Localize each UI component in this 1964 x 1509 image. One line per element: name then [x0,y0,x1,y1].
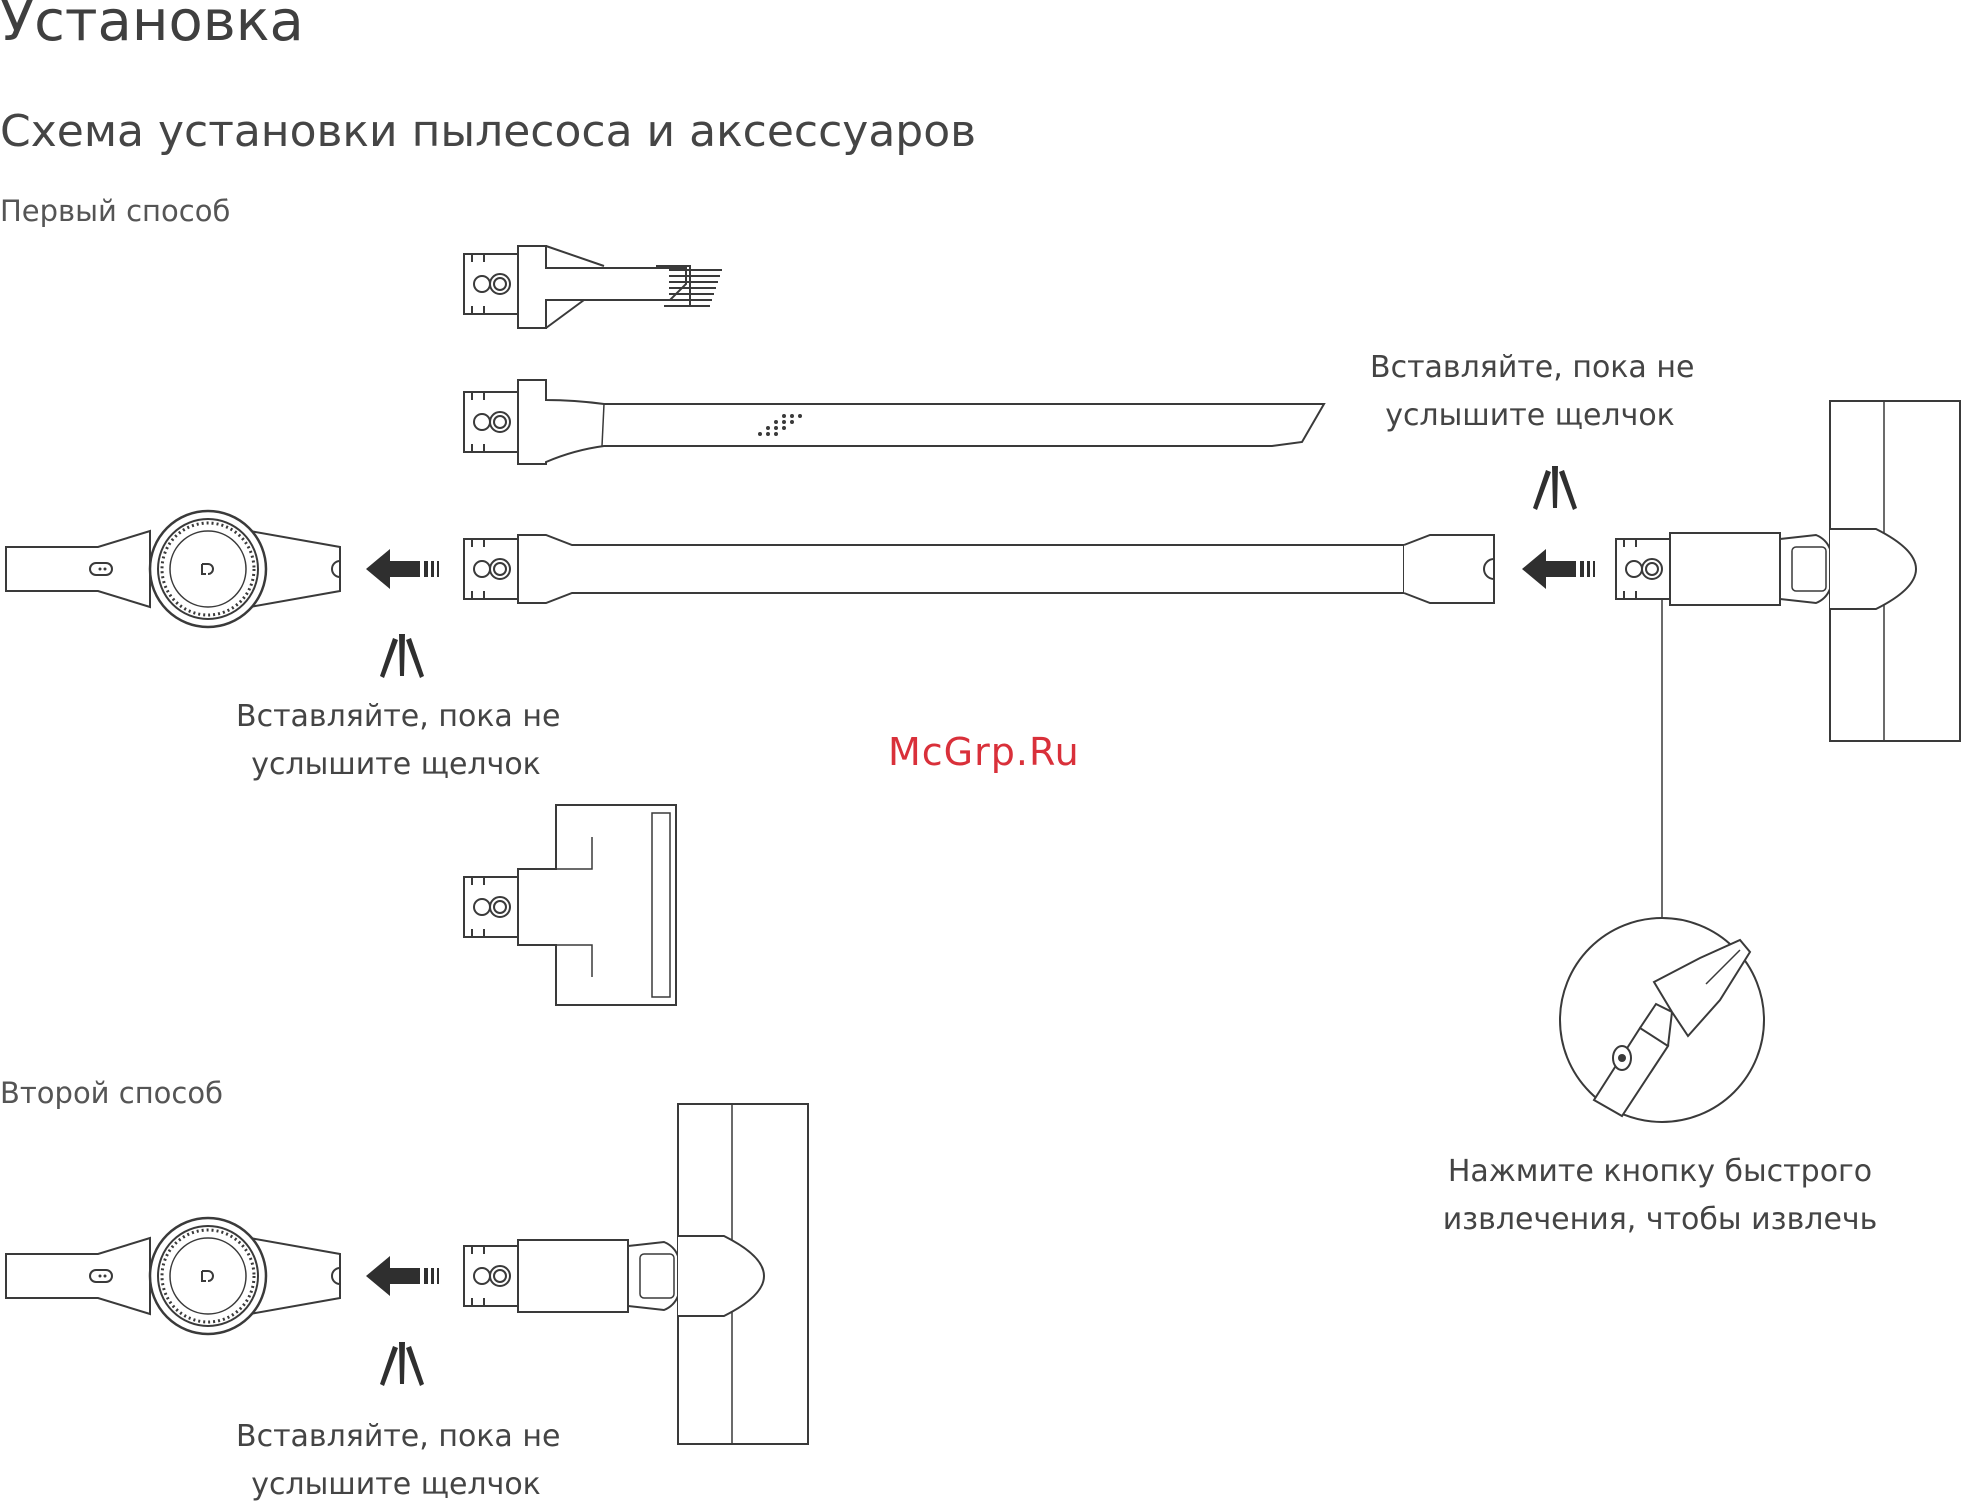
insert-arrow-right [1522,549,1595,589]
click-mark-left-second [380,1342,424,1386]
crevice-brush-attachment [464,246,722,328]
click-mark-left-first [380,634,424,678]
motor-unit-first [6,511,340,627]
floor-brush-first [1616,401,1960,741]
floor-brush-second [464,1104,808,1444]
mini-motorized-brush [464,805,676,1005]
click-mark-top [1533,466,1577,510]
crevice-tool-attachment [464,380,1324,464]
quick-release-detail [1560,918,1764,1122]
motor-unit-second [6,1218,340,1334]
extension-tube [464,535,1494,603]
insert-arrow-left-second [366,1256,439,1296]
insert-arrow-left-first [366,549,439,589]
